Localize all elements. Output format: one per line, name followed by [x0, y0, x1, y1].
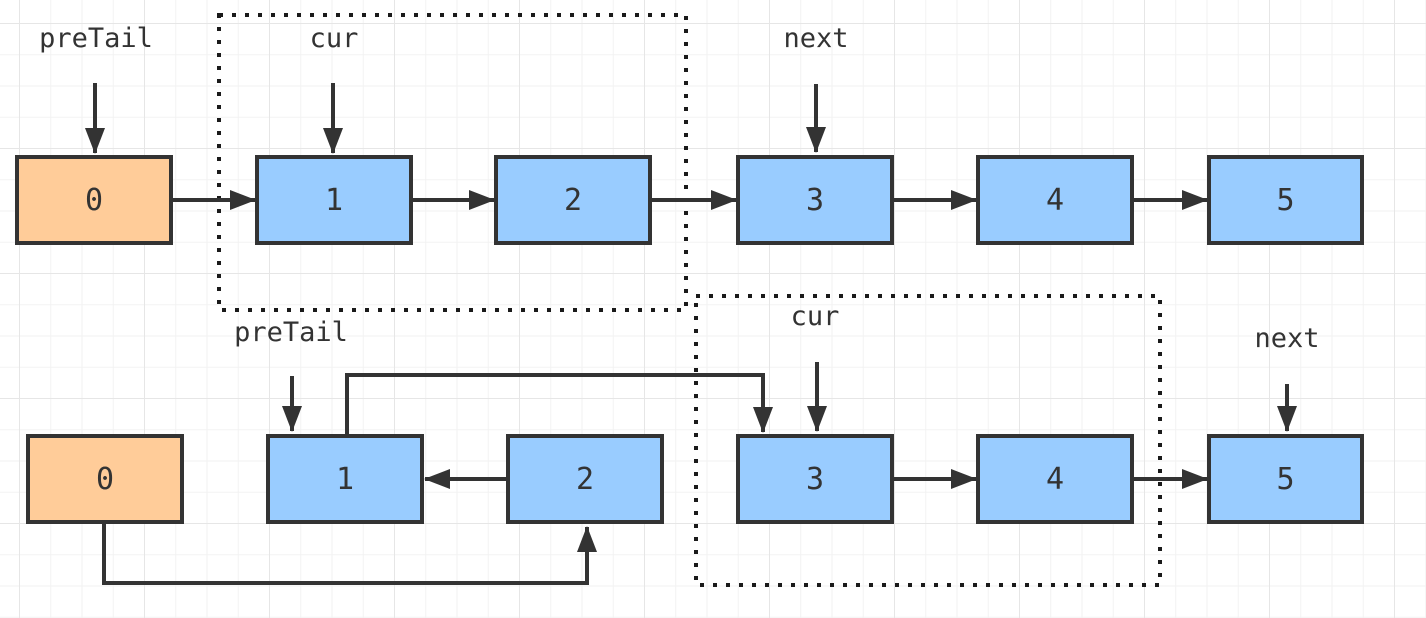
node-top-5: 5 [1207, 155, 1364, 245]
node-top-4: 4 [976, 155, 1134, 245]
node-bottom-1: 1 [266, 434, 424, 524]
node-top-0: 0 [15, 155, 173, 245]
node-bottom-3: 3 [736, 434, 894, 524]
node-bottom-0: 0 [26, 434, 184, 524]
pointer-label-next-top: next [783, 23, 849, 54]
node-top-3: 3 [736, 155, 894, 245]
node-bottom-5: 5 [1207, 434, 1364, 524]
pointer-label-cur-bottom: cur [790, 301, 840, 332]
arrow-bottom-0-to-2 [102, 524, 597, 585]
node-top-2: 2 [494, 155, 652, 245]
node-bottom-2: 2 [506, 434, 664, 524]
pointer-label-cur-top: cur [309, 23, 359, 54]
node-top-1: 1 [255, 155, 413, 245]
pointer-label-next-bottom: next [1254, 323, 1320, 354]
dotted-group-top-cur [217, 13, 688, 312]
pointer-label-pretail-bottom: preTail [234, 317, 348, 348]
node-bottom-4: 4 [976, 434, 1134, 524]
pointer-label-pretail-top: preTail [39, 23, 153, 54]
arrow-bottom-1-to-3 [345, 373, 773, 434]
